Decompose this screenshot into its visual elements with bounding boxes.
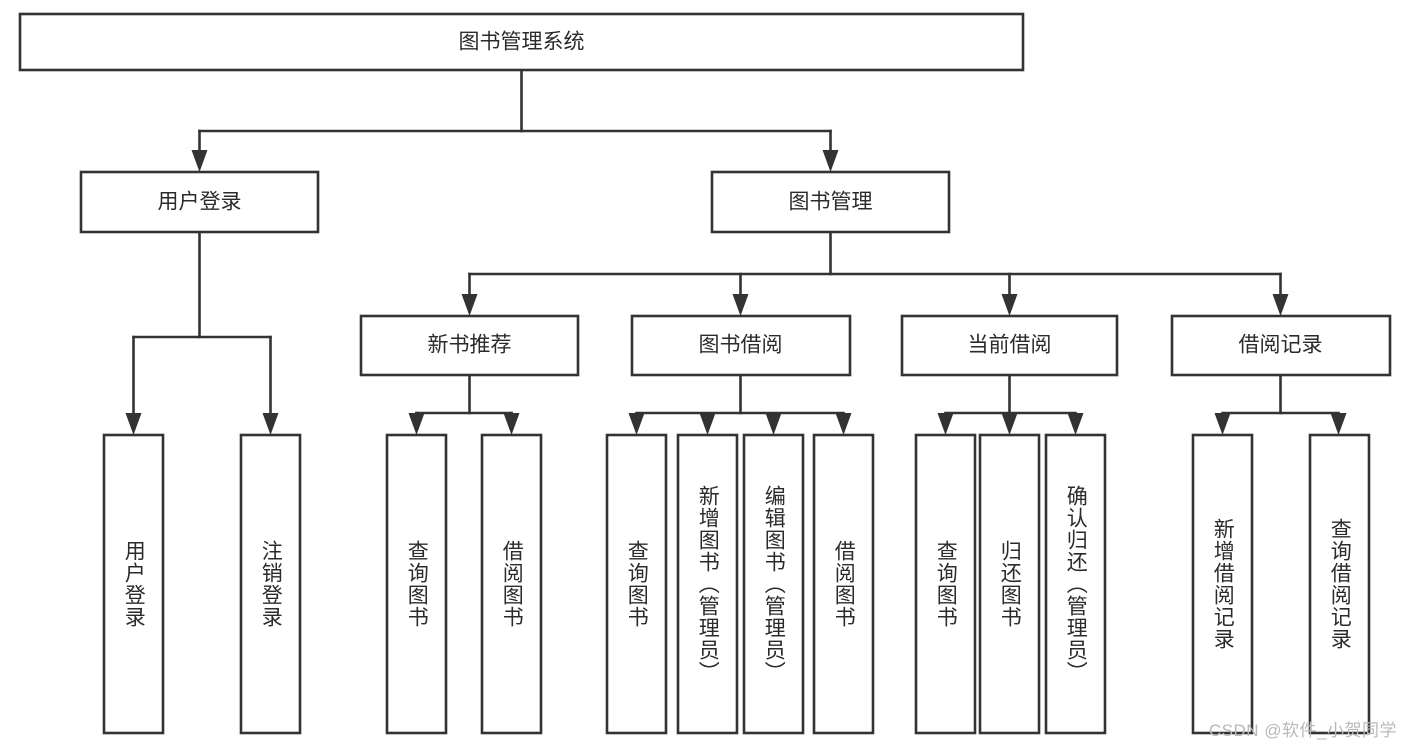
node-box-new-book-recommend[interactable] [359,314,580,377]
arrow-head-icon [1067,413,1084,435]
connector-group-new-book-recommend [408,373,520,435]
arrow-head-icon [1001,413,1018,435]
watermark-text: CSDN @软件_小贺同学 [1208,721,1397,740]
arrow-head-icon [1214,413,1231,435]
node-new-book-recommend[interactable]: 新书推荐 [359,314,580,377]
arrow-head-icon [628,413,645,435]
node-box-user-login[interactable] [79,170,320,234]
node-borrow-record[interactable]: 借阅记录 [1170,314,1392,377]
node-book-management[interactable]: 图书管理 [710,170,951,234]
node-box-leaf-confirm-return[interactable] [1044,433,1107,735]
arrow-head-icon [125,413,142,435]
node-box-book-management[interactable] [710,170,951,234]
node-box-borrow-record[interactable] [1170,314,1392,377]
node-box-leaf-add-record[interactable] [1191,433,1254,735]
arrow-head-icon [461,294,478,316]
node-label-current-borrow: 当前借阅 [968,334,1052,357]
node-box-leaf-borrow-book-2[interactable] [812,433,875,735]
connector-group-borrow-record [1214,373,1347,435]
node-box-leaf-query-book-3[interactable] [914,433,977,735]
arrow-head-icon [191,150,208,172]
node-label-user-login: 用户登录 [158,191,242,214]
node-box-leaf-add-book[interactable] [676,433,739,735]
arrow-head-icon [262,413,279,435]
node-box-leaf-query-book-1[interactable] [385,433,448,735]
node-label-borrow-record: 借阅记录 [1239,334,1323,357]
node-label-new-book-recommend: 新书推荐 [428,334,512,357]
arrow-head-icon [699,413,716,435]
node-box-current-borrow[interactable] [900,314,1119,377]
arrow-head-icon [822,150,839,172]
arrow-head-icon [1272,294,1289,316]
arrow-head-icon [835,413,852,435]
arrow-head-icon [732,294,749,316]
node-box-leaf-return-book[interactable] [978,433,1041,735]
arrow-head-icon [1330,413,1347,435]
node-book-borrow[interactable]: 图书借阅 [630,314,852,377]
arrow-head-icon [408,413,425,435]
node-box-leaf-query-book-2[interactable] [605,433,668,735]
node-current-borrow[interactable]: 当前借阅 [900,314,1119,377]
connector-group-root [191,68,839,172]
node-box-leaf-edit-book[interactable] [742,433,805,735]
node-box-leaf-borrow-book-1[interactable] [480,433,543,735]
node-box-leaf-query-record[interactable] [1308,433,1371,735]
node-label-book-borrow: 图书借阅 [699,334,783,357]
node-box-book-borrow[interactable] [630,314,852,377]
node-system-title[interactable]: 图书管理系统 [18,12,1025,72]
connector-group-user-login [125,230,279,435]
arrow-head-icon [765,413,782,435]
node-label-book-management: 图书管理 [789,191,873,214]
connector-group-book-management [461,230,1289,316]
node-box-leaf-user-login[interactable] [102,433,165,735]
node-label-system-title: 图书管理系统 [459,31,585,54]
arrow-head-icon [1001,294,1018,316]
connector-group-current-borrow [937,373,1084,435]
node-box-leaf-logout-login[interactable] [239,433,302,735]
connector-group-book-borrow [628,373,852,435]
node-user-login[interactable]: 用户登录 [79,170,320,234]
arrow-head-icon [503,413,520,435]
arrow-head-icon [937,413,954,435]
node-box-system-title[interactable] [18,12,1025,72]
